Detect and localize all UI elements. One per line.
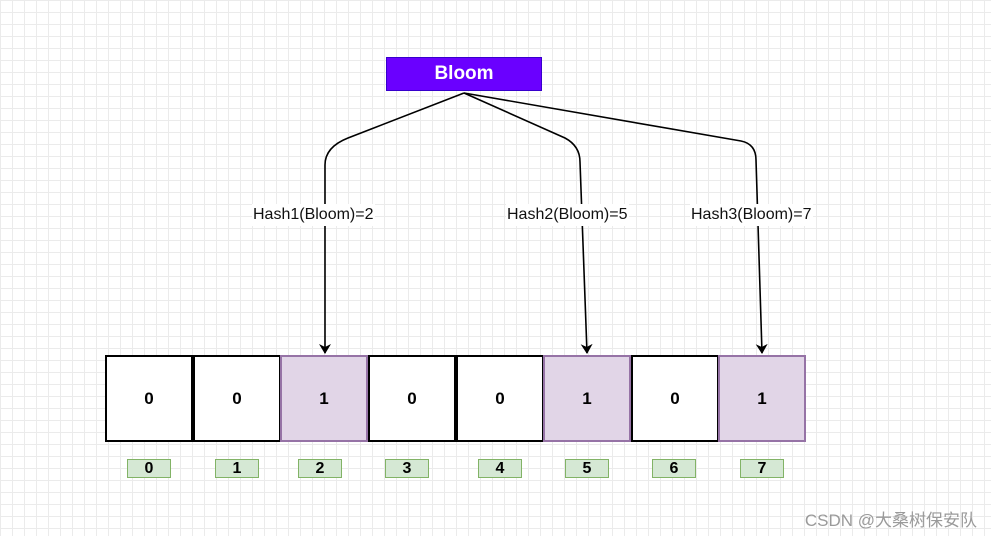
index-label-7: 7 (740, 459, 784, 478)
index-label-5: 5 (565, 459, 609, 478)
index-label-0: 0 (127, 459, 171, 478)
bit-cell-2: 1 (280, 355, 368, 442)
index-label-3: 3 (385, 459, 429, 478)
bit-cell-1: 0 (193, 355, 281, 442)
bit-cell-6: 0 (631, 355, 719, 442)
hash1-label: Hash1(Bloom)=2 (252, 204, 375, 226)
hash3-label: Hash3(Bloom)=7 (690, 204, 813, 226)
bit-cell-4: 0 (456, 355, 544, 442)
bit-cell-7: 1 (718, 355, 806, 442)
arrow-hash1 (319, 92, 465, 354)
bit-cell-3: 0 (368, 355, 456, 442)
index-label-2: 2 (298, 459, 342, 478)
bloom-source-box: Bloom (386, 57, 542, 91)
index-label-4: 4 (478, 459, 522, 478)
index-label-6: 6 (652, 459, 696, 478)
index-label-1: 1 (215, 459, 259, 478)
bit-cell-5: 1 (543, 355, 631, 442)
arrow-hash3 (463, 92, 768, 354)
bit-cell-0: 0 (105, 355, 193, 442)
hash2-label: Hash2(Bloom)=5 (506, 204, 629, 226)
arrow-hash2 (463, 92, 593, 354)
watermark: CSDN @大桑树保安队 (804, 511, 977, 530)
